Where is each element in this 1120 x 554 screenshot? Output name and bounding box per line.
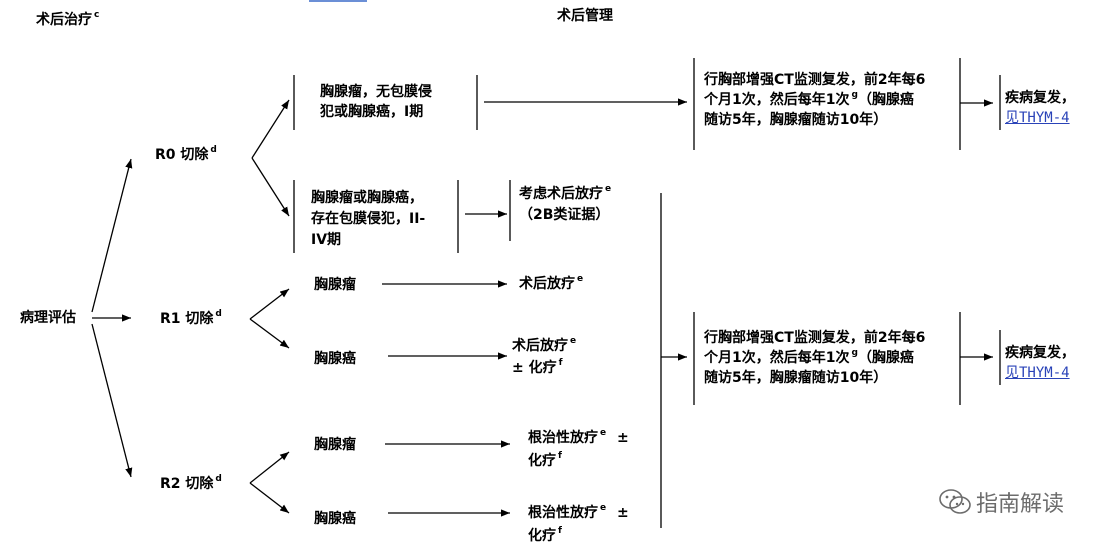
followup-bottom-line3: 随访5年，胸腺瘤随访10年） [704,370,888,386]
pathology-assessment: 病理评估 [20,310,76,326]
top-accent-line [309,0,367,2]
arrow-r0-upper [251,99,290,159]
r1-carcinoma: 胸腺癌 [314,351,356,367]
watermark: 指南解读 [938,486,1064,518]
recurrence-top-label: 疾病复发， [1005,90,1075,106]
r2-thymoma: 胸腺瘤 [314,437,356,453]
arrow-pathology-r0 [91,158,133,313]
r1-thymoma: 胸腺瘤 [314,277,356,293]
thym4-link-top[interactable]: 见THYM-4 [1005,110,1070,126]
thym4-link-bottom[interactable]: 见THYM-4 [1005,365,1070,381]
r0-lower-line1: 胸腺瘤或胸腺癌， [311,190,423,206]
recurrence-bottom-label: 疾病复发， [1005,345,1075,361]
wechat-icon [938,488,972,522]
consider-rt-line2: （2B类证据） [519,207,610,223]
followup-top-line3: 随访5年，胸腺瘤随访10年） [704,112,888,128]
r2-carcinoma: 胸腺癌 [314,511,356,527]
arrow-r1-upper [249,288,290,320]
arrow-pathology-r2 [91,323,133,478]
arrow-r0-lower [251,157,290,217]
post-op-management-title: 术后管理 [557,8,613,24]
followup-top-line1: 行胸部增强CT监测复发，前2年每6 [704,72,926,88]
r0-upper-line2: 犯或胸腺癌，I期 [320,104,424,120]
r0-upper-line1: 胸腺瘤，无包膜侵 [320,84,432,100]
watermark-text: 指南解读 [976,492,1065,517]
r0-lower-line2: 存在包膜侵犯，II- [311,211,426,227]
r0-lower-line3: IV期 [311,232,342,248]
followup-bottom-line1: 行胸部增强CT监测复发，前2年每6 [704,330,926,346]
arrow-r2-lower [249,482,290,514]
arrow-r1-lower [249,318,290,349]
arrow-r2-upper [249,451,290,484]
